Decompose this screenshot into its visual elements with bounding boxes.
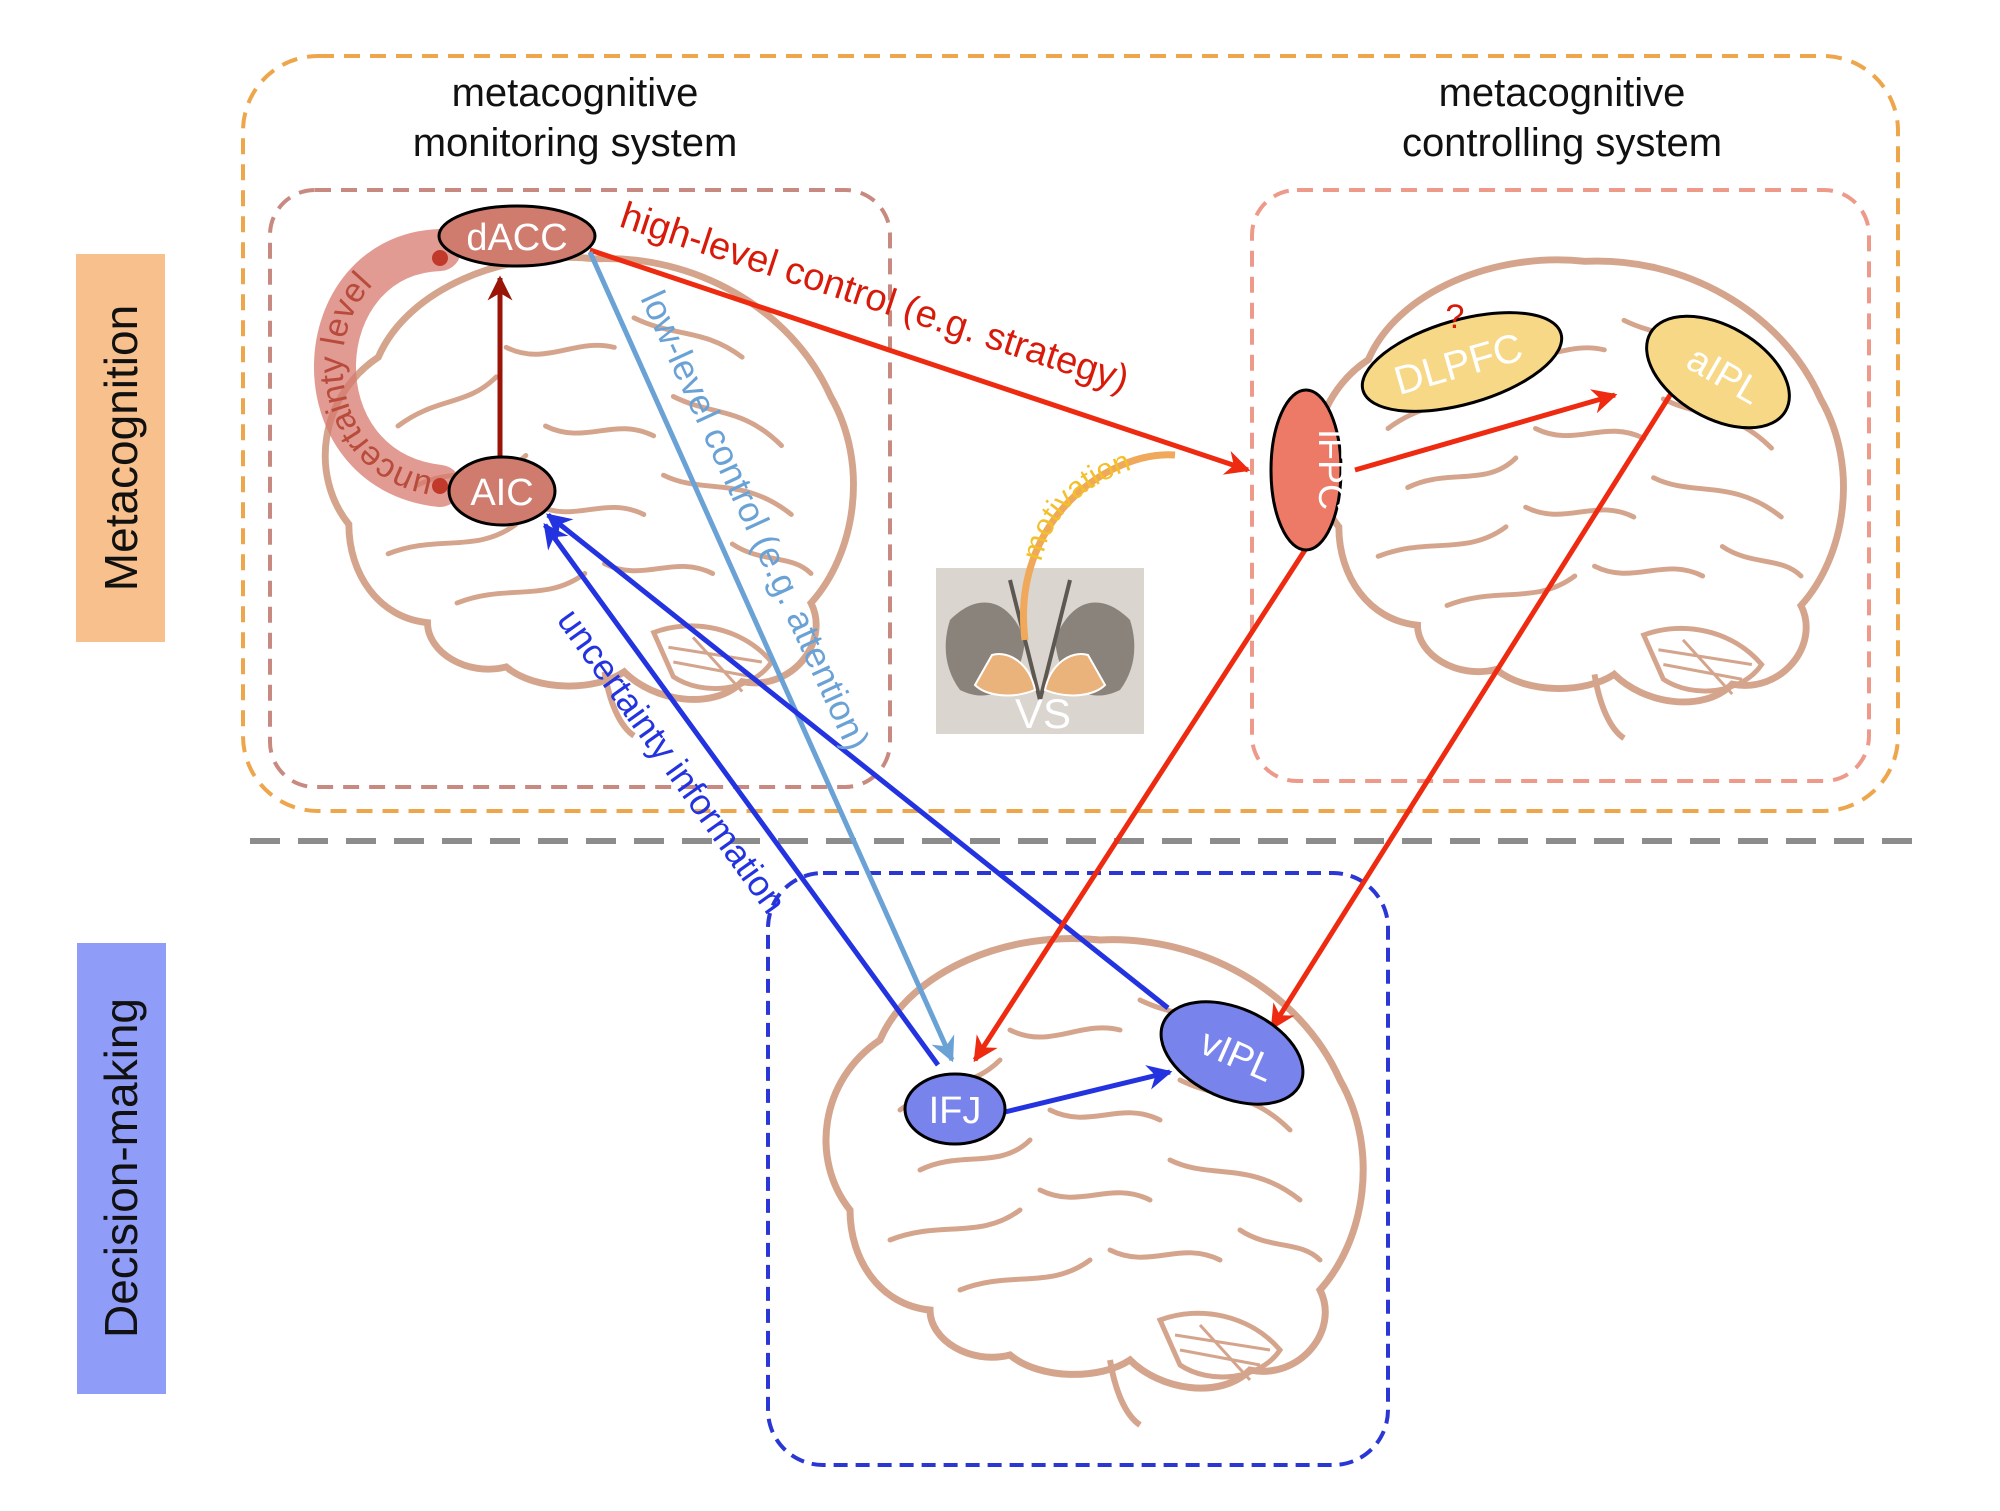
- decision-making-label: Decision-making: [95, 998, 147, 1338]
- decision-making-box: [766, 871, 1390, 1467]
- lfpc-label: lFPC: [1311, 430, 1352, 510]
- metacognition-tag: Metacognition: [76, 254, 165, 642]
- lfpc-to-ifj-arrow: [972, 548, 1308, 1063]
- metacognition-outer-box: [241, 54, 1900, 813]
- vs-label: VS: [1015, 690, 1071, 737]
- ifj-to-vipl-arrow: [1004, 1065, 1173, 1115]
- monitoring-system-box: [268, 188, 892, 789]
- vs-slice-image: VS: [936, 568, 1144, 737]
- aipl-ellipse: [1645, 314, 1791, 430]
- vs-slice-midline: [1008, 579, 1072, 701]
- dacc-label: dACC: [466, 217, 567, 259]
- monitoring-title-line2: monitoring system: [413, 121, 738, 165]
- ifj-to-aic-arrow: [542, 522, 941, 1067]
- dacc-node: dACC: [437, 204, 597, 268]
- vs-left-region: [973, 653, 1037, 697]
- controlling-brain-image: [1315, 260, 1843, 738]
- aic-ellipse: [447, 455, 557, 527]
- aipl-node: aIPL: [1645, 314, 1791, 430]
- lfpc-to-aipl-arrow: [1354, 389, 1618, 473]
- motivation-label: motivation: [1016, 445, 1135, 564]
- decision-making-tag: Decision-making: [77, 943, 166, 1394]
- dlpfc-question-mark: ?: [1446, 298, 1465, 336]
- lfpc-node: lFPC: [1269, 388, 1352, 552]
- vipl-node: vIPL: [1159, 1000, 1305, 1106]
- ifj-node: IFJ: [903, 1072, 1007, 1146]
- high-level-control-arrow: [589, 247, 1251, 475]
- arc-end-dot-bottom: [432, 478, 448, 494]
- motivation-arc: [1020, 451, 1176, 641]
- ifj-label: IFJ: [929, 1090, 982, 1132]
- dlpfc-ellipse: [1360, 311, 1564, 413]
- lfpc-ellipse: [1269, 388, 1343, 552]
- ifj-ellipse: [903, 1072, 1007, 1146]
- metacognition-label: Metacognition: [95, 305, 147, 591]
- decision-making-tag-background: [77, 943, 166, 1394]
- metacognition-tag-background: [76, 254, 165, 642]
- monitoring-title-line1: metacognitive: [452, 71, 699, 115]
- aipl-to-vipl-arrow: [1269, 390, 1675, 1031]
- vipl-ellipse: [1159, 1000, 1305, 1106]
- dlpfc-node: DLPFC ?: [1360, 298, 1564, 413]
- aic-label: AIC: [470, 472, 533, 514]
- arc-end-dot-top: [432, 250, 448, 266]
- aic-node: AIC: [447, 455, 557, 527]
- vs-right-region: [1043, 653, 1107, 697]
- low-level-control-arrow: [587, 250, 955, 1063]
- dacc-ellipse: [437, 204, 597, 268]
- controlling-title-line2: controlling system: [1402, 121, 1722, 165]
- controlling-title-line1: metacognitive: [1439, 71, 1686, 115]
- uncertainty-level-arc: [314, 229, 461, 507]
- controlling-system-box: [1250, 188, 1871, 783]
